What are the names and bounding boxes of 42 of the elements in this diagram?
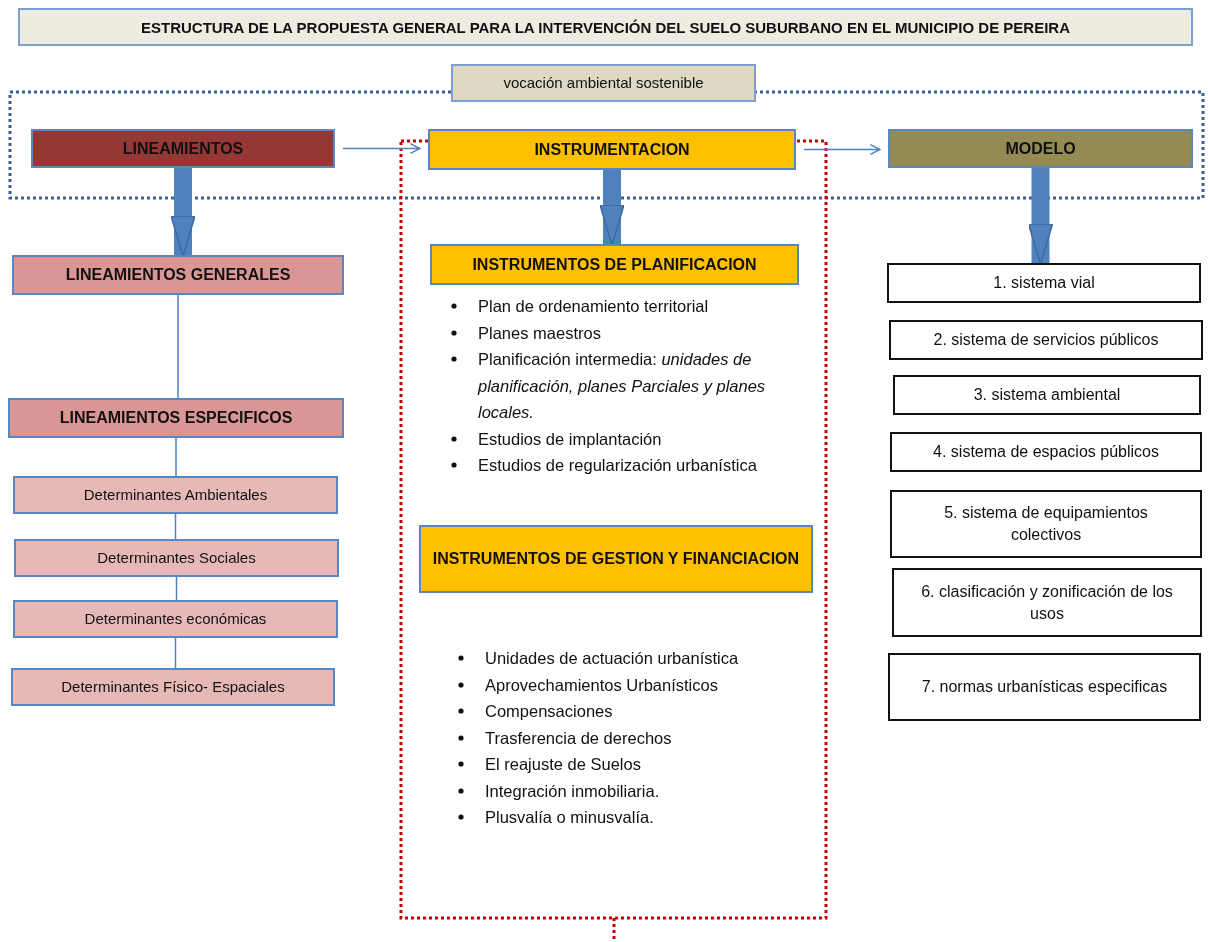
bullet-text: Planes maestros: [478, 323, 601, 342]
heading-box: LINEAMIENTOS GENERALES: [12, 255, 344, 295]
item-box: Determinantes Sociales: [14, 539, 339, 577]
connector-line: [175, 576, 178, 601]
stage-box: LINEAMIENTOS: [31, 129, 335, 168]
heading-box: LINEAMIENTOS ESPECIFICOS: [8, 398, 344, 438]
label-box: vocación ambiental sostenible: [451, 64, 756, 102]
bullet-text: Planificación intermedia: unidades de planificación, planes Parciales y planes locales.: [478, 350, 766, 421]
bullet-text: Integración inmobiliaria.: [485, 781, 660, 800]
bullet-text: Aprovechamientos Urbanísticos: [485, 675, 718, 694]
system-box: 7. normas urbanísticas especificas: [888, 653, 1201, 721]
heading-box: INSTRUMENTOS DE PLANIFICACION: [430, 244, 799, 285]
connector-line: [174, 637, 177, 669]
item-box: Determinantes Físico- Espaciales: [11, 668, 335, 706]
item-box: Determinantes económicas: [13, 600, 338, 638]
block-arrow: [599, 170, 625, 246]
system-box: 6. clasificación y zonificación de los usos: [892, 568, 1202, 637]
bullet-text: Plan de ordenamiento territorial: [478, 297, 709, 315]
item-box: Determinantes Ambientales: [13, 476, 338, 514]
system-box: 4. sistema de espacios públicos: [890, 432, 1202, 472]
bullet-text: Unidades de actuación urbanística: [485, 649, 739, 667]
bullet-text: Trasferencia de derechos: [485, 728, 672, 747]
connector-line: [177, 294, 179, 399]
system-box: 3. sistema ambiental: [893, 375, 1201, 415]
block-arrow: [170, 168, 196, 257]
heading-box: INSTRUMENTOS DE GESTION Y FINANCIACION: [419, 525, 813, 593]
arrow: [342, 143, 421, 154]
bullet-text: Estudios de regularización urbanística: [478, 456, 757, 474]
title: ESTRUCTURA DE LA PROPUESTA GENERAL PARA LA INTERVENCIÓN DEL SUELO SUBURBANO EN EL MUNICIPIO DE PEREIRA: [18, 8, 1193, 46]
bullet-text: Plusvalía o minusvalía.: [485, 808, 654, 826]
system-box: 5. sistema de equipamientos colectivos: [890, 490, 1202, 558]
stage-box: MODELO: [888, 129, 1193, 168]
system-box: 2. sistema de servicios públicos: [889, 320, 1203, 360]
block-arrow: [1027, 168, 1054, 265]
system-box: 1. sistema vial: [887, 263, 1201, 303]
bullet-text: Compensaciones: [485, 702, 613, 720]
connector-line: [174, 513, 177, 540]
bullet-text: Estudios de implantación: [478, 429, 662, 448]
stage-box: INSTRUMENTACION: [428, 129, 796, 170]
connector-line: [175, 437, 177, 477]
arrow: [803, 144, 881, 155]
bullet-text: El reajuste de Suelos: [485, 755, 641, 773]
